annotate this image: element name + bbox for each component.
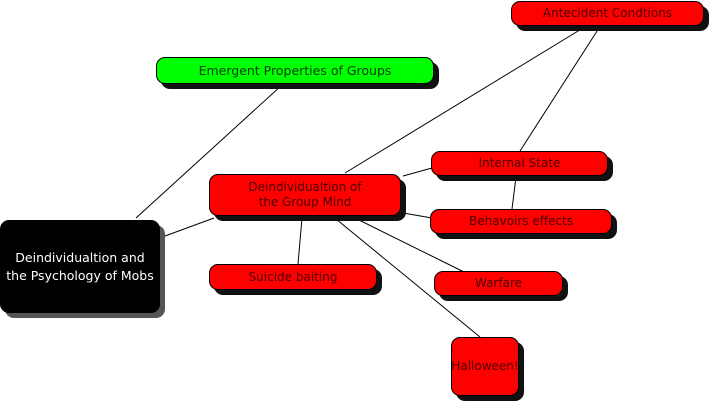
node-group-mind[interactable]: Deindividualtion of the Group Mind [209, 174, 401, 216]
connector-group_mind-antecedent [344, 27, 584, 174]
node-emergent-properties[interactable]: Emergent Properties of Groups [156, 57, 434, 84]
connector-group_mind-suicide [297, 217, 303, 265]
node-halloween[interactable]: Halloween! [451, 337, 519, 396]
connector-internal-behaviors [511, 176, 517, 210]
node-internal-state[interactable]: Internal State [431, 151, 608, 176]
connector-antecedent-internal [519, 27, 600, 152]
node-suicide-baiting[interactable]: Suicide baiting [209, 264, 377, 290]
connector-group_mind-halloween [335, 218, 481, 338]
node-root-deindividuation-mobs[interactable]: Deindividualtion and the Psychology of M… [0, 220, 160, 313]
connector-group_mind-behaviors [402, 212, 433, 219]
connector-group_mind-warfare [356, 218, 465, 273]
connector-root-emergent [135, 84, 283, 219]
node-antecedent-conditions[interactable]: Antecident Condtions [511, 1, 704, 26]
connector-group_mind-internal [402, 167, 433, 177]
node-behaviors-effects[interactable]: Behavoirs effects [430, 209, 612, 234]
node-warfare[interactable]: Warfare [434, 271, 563, 296]
connector-root-group_mind [164, 217, 215, 237]
